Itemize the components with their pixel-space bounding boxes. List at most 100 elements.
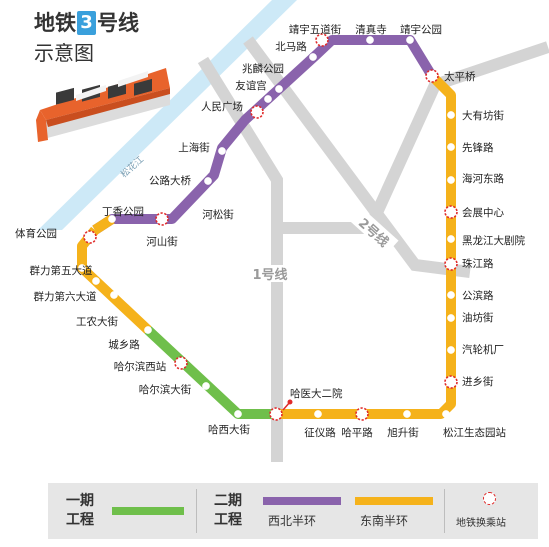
station-marker [366,36,374,44]
station-marker [406,36,414,44]
stations-layer [78,33,458,421]
station-marker [447,291,455,299]
station-label: 汽轮机厂 [462,343,504,356]
station-marker [447,346,455,354]
legend-phase1-title: 一期工程 [66,493,94,528]
station-label: 群力第五大道 [30,264,93,277]
station-label: 征仪路 [304,426,336,439]
station-marker [403,410,411,418]
station-label: 哈西大街 [208,423,250,436]
station-marker [92,277,100,285]
legend-phase1-swatch [112,507,184,515]
legend-divider-1 [196,489,197,533]
station-label: 兆麟公园 [242,62,284,75]
station-marker [144,326,152,334]
station-marker [447,176,455,184]
station-label: 友谊宫 [235,79,267,92]
station-label: 河松街 [202,208,234,221]
station-marker [218,147,226,155]
station-marker [202,382,210,390]
station-label: 体育公园 [15,227,57,240]
station-marker [78,264,86,272]
title-line-1: 地铁 3 号线 [34,8,139,38]
train-illustration [36,68,170,142]
station-marker [110,291,118,299]
line-1-label: 1号线 [247,265,292,283]
station-label: 珠江路 [462,257,494,270]
title-part1: 地铁 [34,11,76,35]
interchange-station-marker [83,230,97,244]
station-marker [234,410,242,418]
station-label: 清真寺 [355,23,387,36]
station-label: 进乡街 [462,375,494,388]
station-label: 丁香公园 [102,206,144,218]
station-label: 太平桥 [444,70,476,83]
line-1-text: 1号线 [252,267,287,283]
legend: 一期工程 二期工程 西北半环 东南半环 地铁换乘站 [48,483,538,539]
station-marker [275,85,283,93]
station-label: 哈尔滨大街 [139,383,192,396]
station-label: 北马路 [275,40,307,53]
map-title: 地铁 3 号线 示意图 [34,8,139,68]
interchange-station-marker [355,407,369,421]
title-subtitle: 示意图 [34,41,94,65]
pin-marker [282,399,293,411]
line-3-phase1 [144,326,272,419]
station-label: 旭升街 [387,426,419,439]
legend-interchange-icon [483,492,496,505]
station-marker [108,215,116,223]
interchange-station-marker [269,407,283,421]
station-label: 会展中心 [462,206,504,219]
legend-southeast-swatch [355,497,433,505]
station-label: 公滨路 [462,289,494,302]
legend-southeast-label: 东南半环 [360,514,409,528]
interchange-station-marker [444,205,458,219]
station-label: 哈平路 [341,426,373,439]
station-label: 黑龙江大剧院 [462,234,525,247]
station-marker [447,143,455,151]
station-label: 河山街 [146,235,178,248]
station-label: 靖宇五道街 [289,23,342,36]
legend-interchange-label: 地铁换乘站 [456,518,506,529]
station-marker [447,235,455,243]
station-label: 城乡路 [108,338,140,351]
legend-northwest-label: 西北半环 [268,514,317,528]
station-label: 群力第六大道 [34,290,97,303]
station-label: 上海街 [178,141,210,154]
station-marker [447,111,455,119]
station-label: 靖宇公园 [400,23,442,36]
interchange-station-marker [315,33,329,47]
station-label: 哈尔滨西站 [114,360,167,373]
interchange-station-marker [174,356,188,370]
station-label: 哈医大二院 [290,387,343,400]
legend-northwest-swatch [263,497,341,505]
title-part2: 号线 [97,11,139,35]
station-label: 松江生态园站 [443,426,506,439]
line-1-track [197,41,549,462]
station-marker [309,53,317,61]
station-label: 海河东路 [462,172,504,185]
station-marker [204,177,212,185]
station-marker [442,410,450,418]
interchange-station-marker [250,105,264,119]
legend-phase2-title: 二期工程 [214,493,242,528]
station-label: 人民广场 [201,100,243,113]
line-number-badge: 3 [77,11,96,35]
station-marker [447,314,455,322]
station-marker [264,95,272,103]
river [38,0,297,230]
station-label: 大有坊街 [462,109,504,122]
station-marker [314,410,322,418]
interchange-station-marker [155,212,169,226]
station-marker [190,206,198,214]
interchange-station-marker [444,257,458,271]
interchange-station-marker [444,375,458,389]
interchange-station-marker [425,69,439,83]
station-label: 先锋路 [462,141,494,154]
station-label: 工农大街 [76,315,118,328]
station-label: 油坊街 [462,311,494,324]
station-label: 公路大桥 [149,174,191,187]
legend-divider-2 [444,489,445,533]
